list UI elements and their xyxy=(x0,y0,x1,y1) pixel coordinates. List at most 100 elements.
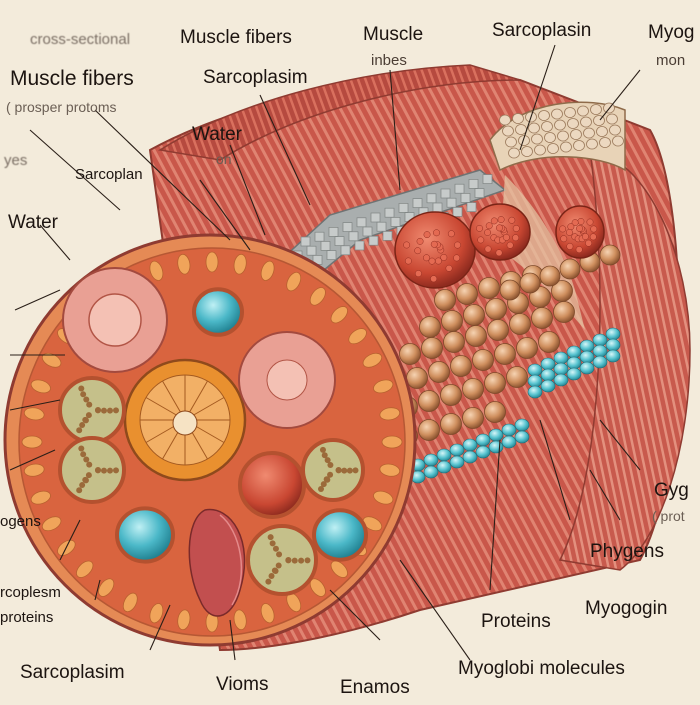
red-cell xyxy=(238,451,306,519)
red-dot xyxy=(512,234,520,242)
teal-bead xyxy=(566,367,582,381)
mottled-dot xyxy=(80,391,87,398)
red-dot xyxy=(414,247,422,255)
label-gyg-right: Gyg xyxy=(654,480,689,501)
teal-bead xyxy=(553,362,569,376)
teal-bead xyxy=(501,423,517,437)
teal-bead xyxy=(553,351,569,365)
label-sarcoplasin-top: Sarcoplasin xyxy=(492,20,592,41)
red-dot xyxy=(566,242,574,250)
mottled-dot xyxy=(276,551,283,558)
tube-bead xyxy=(609,124,621,136)
red-dot xyxy=(484,245,492,253)
mottled-dot xyxy=(268,573,275,580)
teal-bead xyxy=(605,327,621,341)
teal-bead xyxy=(553,373,569,387)
globule xyxy=(441,310,463,332)
tube-bead xyxy=(567,118,579,129)
red-dot xyxy=(495,249,503,257)
tube-bead xyxy=(599,137,611,148)
teal-cell xyxy=(312,508,368,562)
mottled-dot xyxy=(94,467,101,474)
grey-cell xyxy=(432,202,443,213)
red-cluster-1 xyxy=(394,211,476,289)
grey-cell xyxy=(356,217,367,228)
label-sarcoplasim-bottom: Sarcoplasim xyxy=(20,662,125,683)
ring-segment xyxy=(122,592,138,613)
tube-bead xyxy=(554,119,566,131)
globule xyxy=(472,349,494,371)
tube-bead xyxy=(508,147,520,159)
ring-segment xyxy=(149,260,164,281)
ring-segment xyxy=(348,328,367,345)
cross-section-cells xyxy=(21,251,403,633)
teal-bead xyxy=(488,428,504,442)
teal-bead xyxy=(475,433,491,447)
globule xyxy=(450,355,472,377)
red-dot xyxy=(490,217,498,225)
center-nucleus xyxy=(172,410,198,436)
pink-cell-nucleus xyxy=(88,293,142,347)
ring-segment xyxy=(177,253,191,275)
red-dot xyxy=(428,257,436,265)
red-dot xyxy=(589,233,597,241)
teal-bead xyxy=(462,438,478,452)
teal-cell xyxy=(115,506,175,564)
grey-cell xyxy=(382,231,393,241)
red-dot xyxy=(445,264,453,272)
globule xyxy=(443,331,465,353)
teal-bead xyxy=(540,379,556,393)
label-mon-top-right: mon xyxy=(656,52,686,69)
teal-bead xyxy=(514,418,530,432)
tube-bead xyxy=(596,126,608,137)
tube-bead xyxy=(583,127,595,139)
mottled-dot xyxy=(275,562,282,569)
mottled-dot xyxy=(82,476,89,483)
mottled-dot xyxy=(86,461,93,468)
ring-segment xyxy=(76,560,94,578)
red-dot xyxy=(476,224,483,232)
red-cluster-2 xyxy=(469,203,531,261)
mottled-dot xyxy=(324,457,331,464)
globule xyxy=(440,384,462,406)
teal-bead xyxy=(579,350,595,364)
grey-cell xyxy=(328,227,339,237)
red-dot xyxy=(447,230,455,238)
tube-bead xyxy=(531,133,543,145)
mottled-dot xyxy=(285,557,292,564)
mottled-dot xyxy=(327,462,334,469)
mottled-dot xyxy=(83,396,90,403)
ring-segment xyxy=(379,407,401,421)
label-yes-left: yes xyxy=(4,152,28,169)
red-dot xyxy=(567,223,575,231)
ring-segment xyxy=(23,463,45,477)
red-dot xyxy=(430,275,438,283)
label-muscle-line2: inbes xyxy=(371,52,407,69)
grey-cell xyxy=(454,183,465,194)
globule xyxy=(538,331,560,353)
grey-cell xyxy=(376,221,387,232)
globule xyxy=(456,283,478,305)
label-muscle-fibers-top: Muscle fibers xyxy=(180,27,292,48)
mottled-dot xyxy=(100,407,107,414)
ring-segment xyxy=(233,609,247,631)
tube-bead xyxy=(560,141,572,153)
mottled-dot xyxy=(82,416,89,423)
globule xyxy=(494,343,516,365)
red-dot xyxy=(571,219,579,227)
grey-cell xyxy=(390,217,401,227)
grey-cell xyxy=(384,207,395,218)
teal-bead xyxy=(579,339,595,353)
ring-segment xyxy=(205,251,219,273)
red-dot xyxy=(581,233,589,240)
globule xyxy=(478,277,500,299)
mottled-dot xyxy=(298,557,305,564)
label-muscle-fibers-left: Muscle fibers xyxy=(10,67,134,90)
label-myog-top-right: Myog xyxy=(648,22,695,43)
grey-cell xyxy=(340,245,351,256)
red-dot xyxy=(586,218,594,226)
mottled-dot xyxy=(80,451,87,458)
grey-cell xyxy=(426,193,437,204)
ring-segment xyxy=(98,578,115,597)
grey-cell xyxy=(452,207,463,217)
